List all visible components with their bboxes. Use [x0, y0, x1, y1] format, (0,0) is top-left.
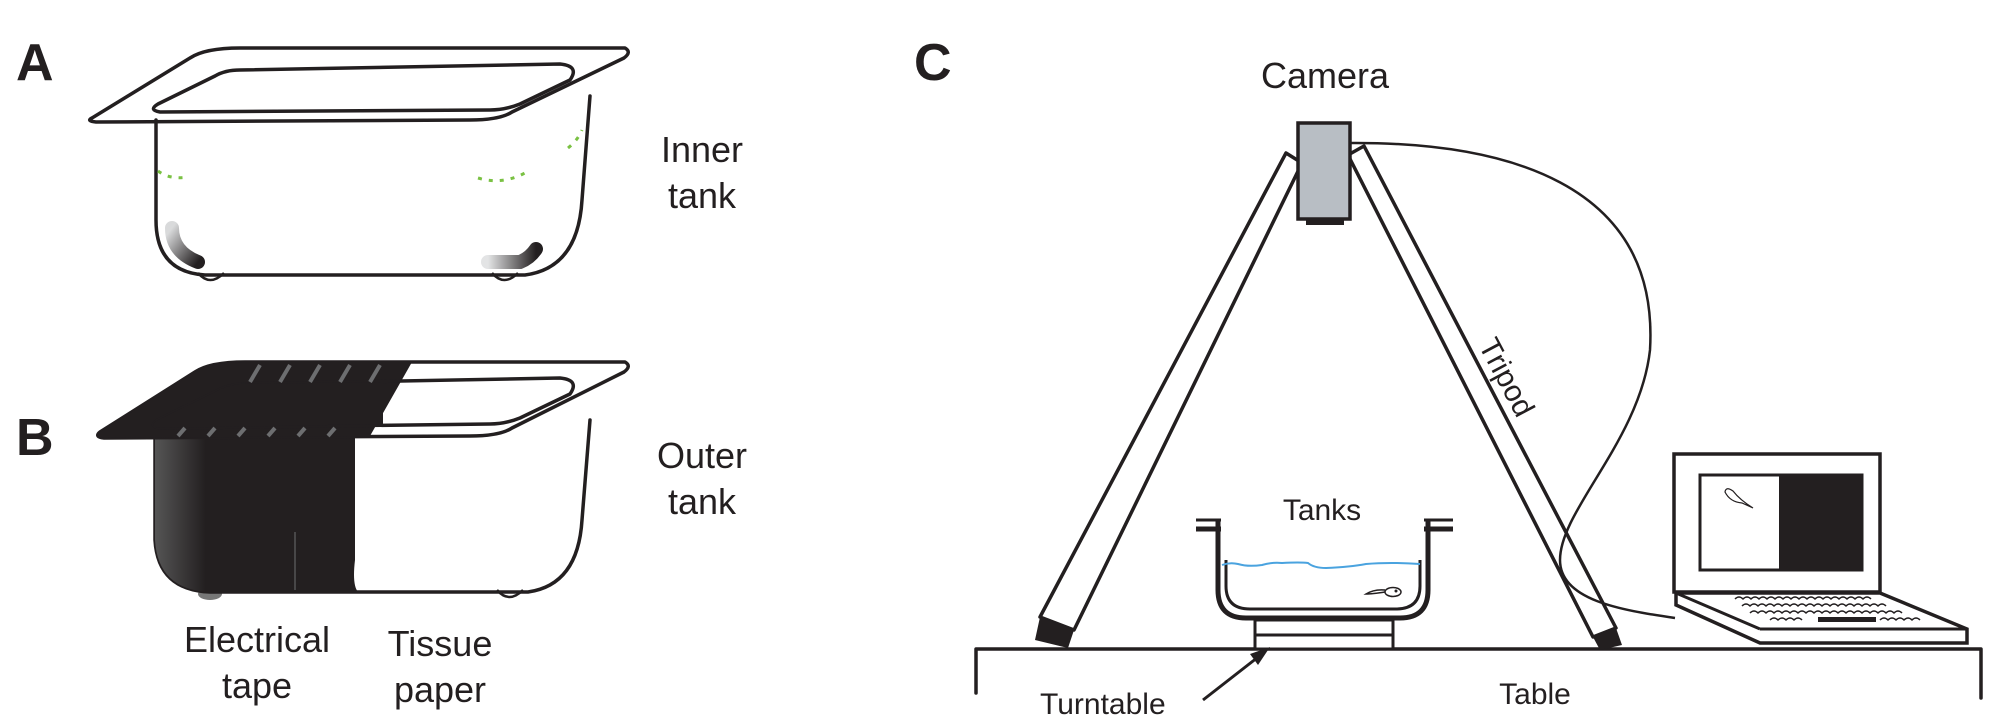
- label-tanks: Tanks: [1283, 494, 1361, 527]
- arrowhead-icon: [1250, 647, 1270, 665]
- water-surface: [1221, 561, 1421, 570]
- label-electrical-tape-line1: Electrical: [184, 619, 330, 660]
- electrical-tape: [155, 436, 358, 592]
- marker-dots: [477, 168, 531, 183]
- table: [974, 647, 1983, 700]
- inner-tank: [88, 46, 630, 282]
- marker-dots: [567, 129, 584, 150]
- tadpole-icon: [1363, 586, 1402, 598]
- trackpad: [1818, 617, 1876, 622]
- tripod-leg-right: [1346, 144, 1622, 650]
- label-turntable: Turntable: [1040, 688, 1166, 721]
- label-outer-tank-line2: tank: [668, 481, 737, 522]
- panel-b: B: [16, 360, 747, 710]
- panel-c: C Camera Tripod Tanks: [914, 34, 1983, 721]
- camera: [1296, 121, 1352, 225]
- screen-dark-half: [1779, 475, 1862, 570]
- outer-tank: [96, 360, 630, 600]
- label-inner-tank-line1: Inner: [661, 129, 743, 170]
- label-tissue-paper-line1: Tissue: [388, 623, 493, 664]
- laptop: [1672, 452, 1969, 645]
- label-table: Table: [1499, 678, 1571, 711]
- panel-letter-c: C: [914, 34, 952, 92]
- tank-grip: [165, 221, 205, 269]
- marker-dots: [157, 169, 189, 180]
- label-inner-tank-line2: tank: [668, 175, 737, 216]
- turntable: [1253, 618, 1395, 651]
- tanks-nested: Tanks: [1196, 494, 1453, 621]
- electrical-tape-inner: [153, 382, 383, 428]
- tank-opening: [151, 62, 576, 114]
- panel-letter-a: A: [16, 34, 54, 92]
- tank-rim: [88, 46, 630, 124]
- tripod-leg-left: [1035, 151, 1304, 648]
- turntable-pointer: [1202, 652, 1263, 702]
- label-tripod: Tripod: [1472, 333, 1541, 423]
- label-tissue-paper-line2: paper: [394, 669, 486, 710]
- label-electrical-tape-line2: tape: [222, 665, 292, 706]
- keyboard: [1734, 596, 1921, 622]
- tank-grip: [481, 242, 543, 269]
- tape-stripes: [176, 363, 382, 438]
- panel-letter-b: B: [16, 409, 54, 467]
- label-camera: Camera: [1261, 55, 1390, 96]
- tank-body: [154, 94, 592, 277]
- tadpole-icon: [1724, 488, 1754, 509]
- panel-a: A Inner tank: [16, 34, 743, 282]
- camera-cable: [1349, 141, 1676, 620]
- label-outer-tank-line1: Outer: [657, 435, 747, 476]
